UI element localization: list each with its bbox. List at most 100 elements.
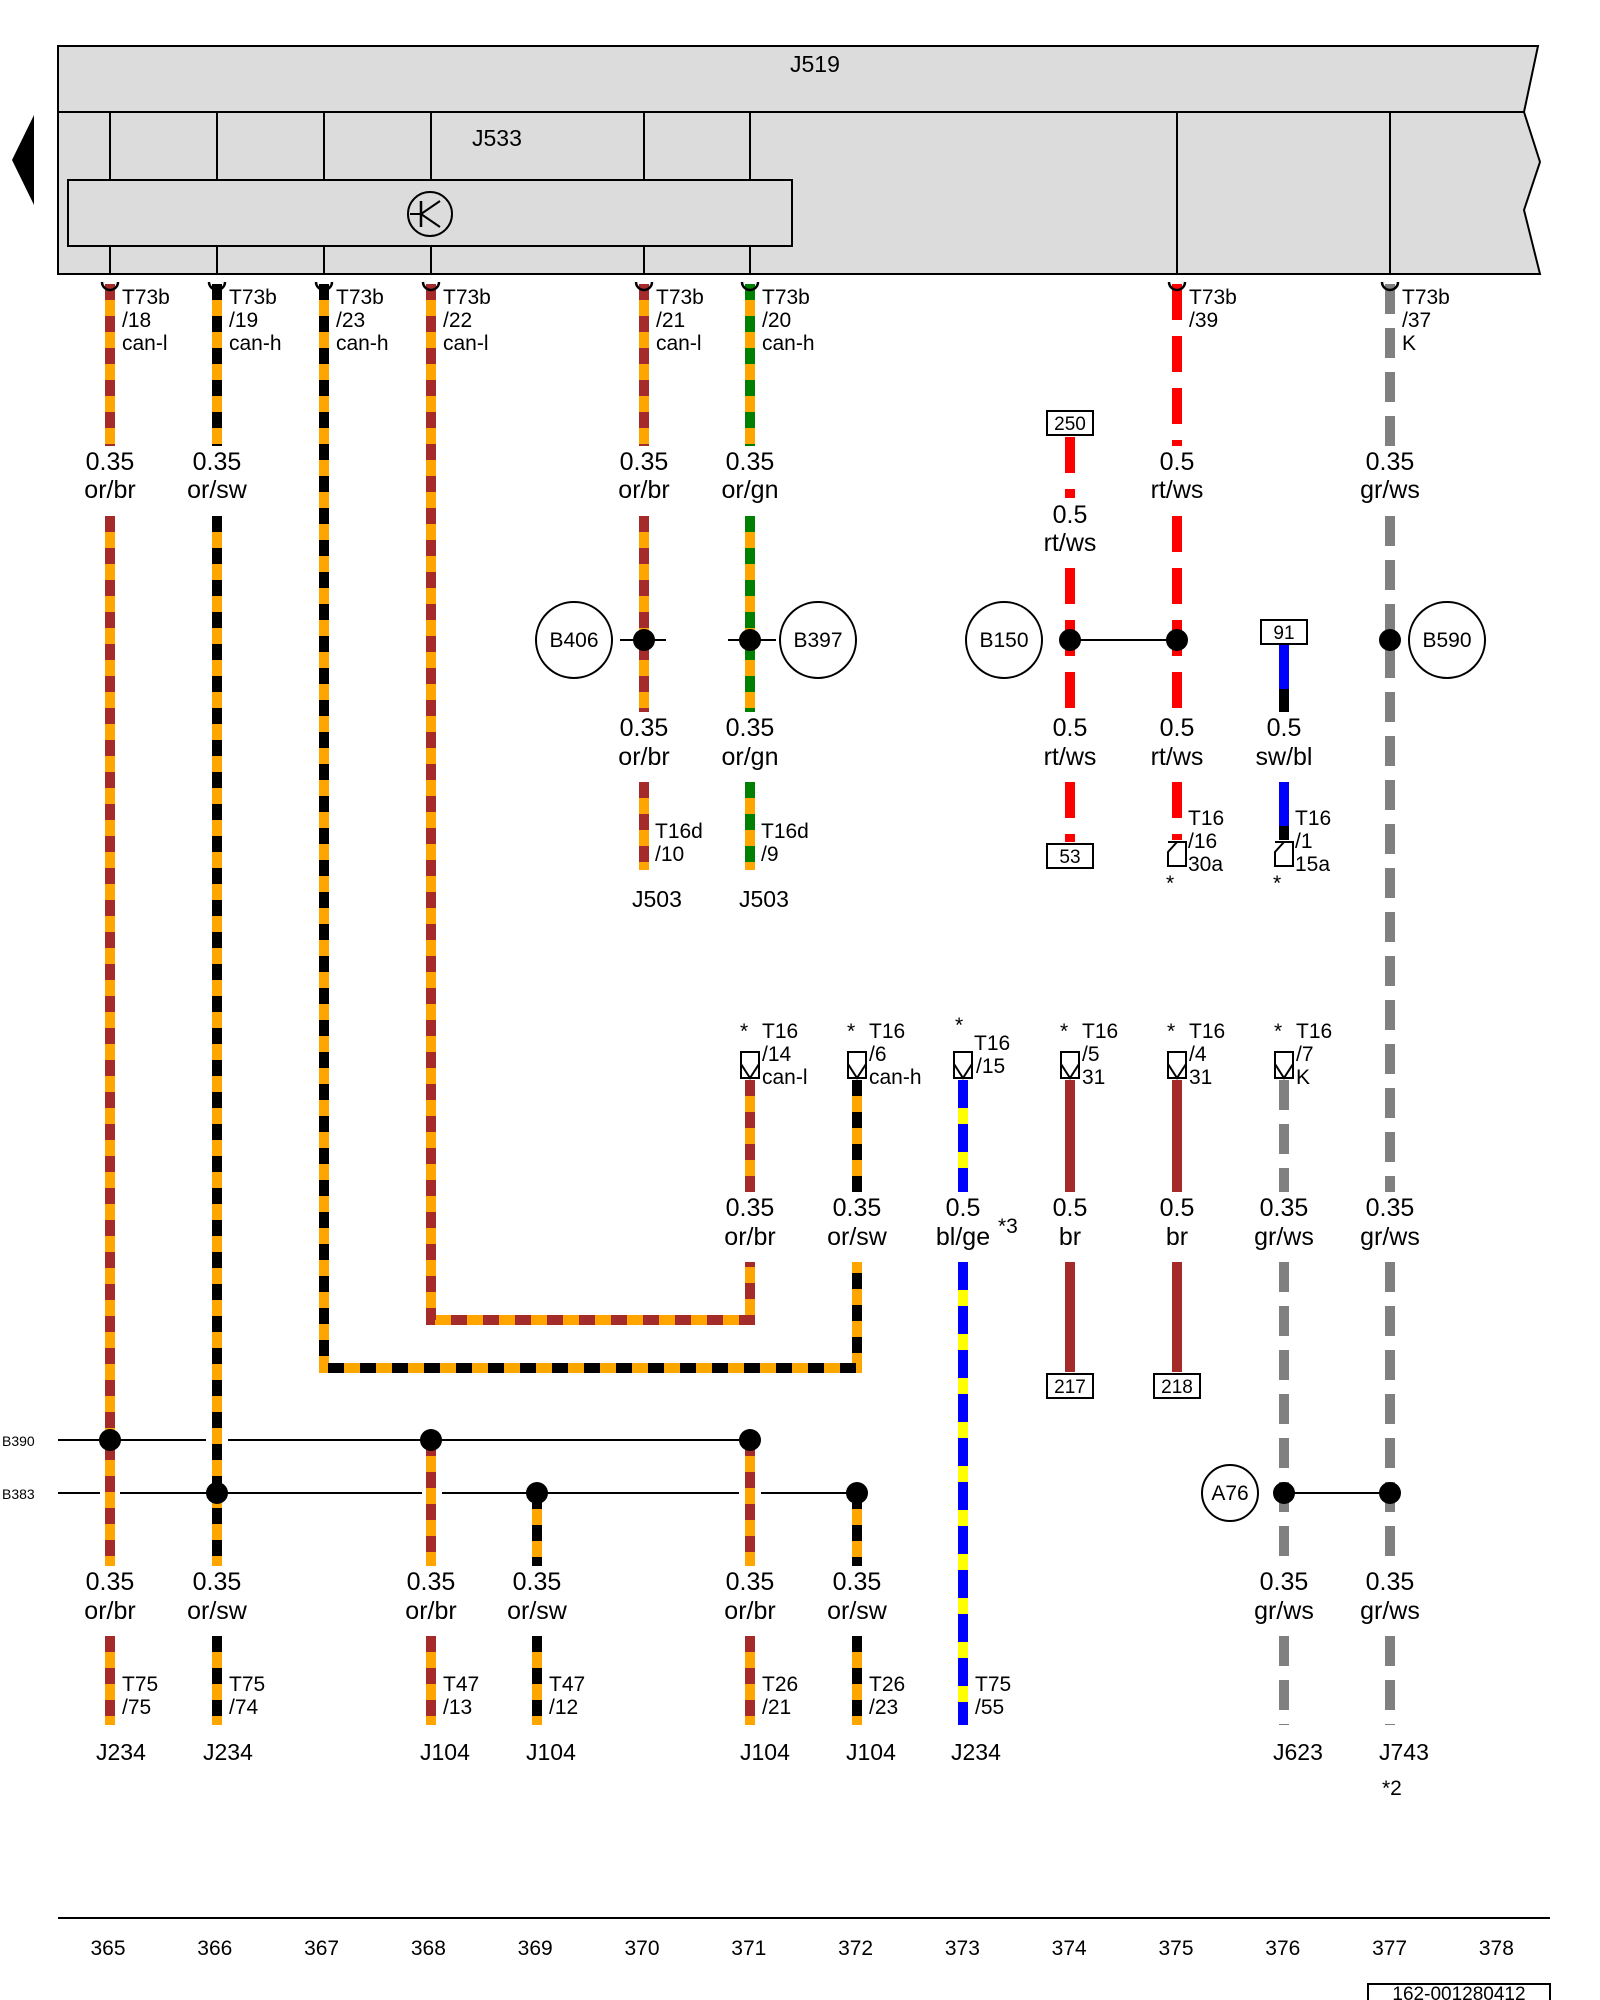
svg-text:162-001280412: 162-001280412 [1392,1984,1525,2000]
svg-text:K: K [1402,332,1416,355]
svg-text:*: * [1060,1020,1068,1043]
wire-label-upper-col8: 0.35 gr/ws [1360,448,1420,504]
svg-text:can-h: can-h [762,332,815,355]
splice-b150: B150 [965,601,1188,679]
svg-text:/16: /16 [1188,830,1217,853]
svg-text:/37: /37 [1402,309,1431,332]
svg-text:/74: /74 [229,1696,259,1719]
svg-text:J234: J234 [951,1739,1001,1765]
svg-text:T73b: T73b [336,286,384,309]
bottom-connector-1: T75 /75 J234 [96,1673,158,1765]
column-number: 371 [731,1937,766,1960]
top-connector-col4: T73b /22 can-l [421,281,491,355]
svg-text:can-l: can-l [122,332,168,355]
svg-text:rt/ws: rt/ws [1151,476,1204,504]
wire-label-mid-col5: 0.35 or/br [618,714,669,771]
svg-text:can-h: can-h [229,332,282,355]
svg-text:gr/ws: gr/ws [1360,476,1420,504]
svg-text:T16: T16 [762,1020,798,1043]
svg-text:*: * [847,1020,855,1043]
column-number: 369 [518,1937,553,1960]
column-number: 377 [1372,1937,1407,1960]
svg-text:/21: /21 [762,1696,791,1719]
bottom-connector-2: T75 /74 J234 [203,1673,265,1765]
svg-text:rt/ws: rt/ws [1044,529,1097,557]
column-number: 374 [1052,1937,1087,1960]
svg-text:J104: J104 [420,1739,470,1765]
column-number: 366 [197,1937,232,1960]
svg-text:T73b: T73b [443,286,491,309]
wire-label-bottom-2: 0.35 or/sw [187,1568,248,1625]
svg-text:/10: /10 [655,843,684,866]
svg-text:or/br: or/br [84,476,135,504]
svg-text:J503: J503 [739,886,789,912]
wire-label-upper-col5: 0.35 or/br [618,448,669,504]
svg-text:rt/ws: rt/ws [1151,743,1204,771]
column-number: 367 [304,1937,339,1960]
ref-box-218: 218 [1153,1373,1201,1399]
splice-b590: B590 [1379,601,1486,679]
svg-text:/23: /23 [336,309,365,332]
t16d-connector-a: T16d /10 J503 [632,820,703,912]
svg-text:/7: /7 [1296,1043,1314,1066]
wire-label-bottom-7: 0.35 gr/ws [1254,1568,1314,1625]
svg-text:/18: /18 [122,309,151,332]
svg-text:53: 53 [1059,847,1080,868]
wire-label-upper-col7: 0.5 rt/ws [1151,448,1204,504]
svg-text:*: * [1274,1020,1282,1043]
svg-text:J234: J234 [203,1739,253,1765]
wire-label-bottom-1: 0.35 or/br [84,1568,135,1625]
wire-label-upper-col1: 0.35 or/br [84,448,135,504]
wire-label-t16-col9: 0.5 bl/ge *3 [936,1194,1018,1251]
svg-text:A76: A76 [1211,1482,1248,1505]
column-number: 370 [624,1937,659,1960]
svg-text:0.35: 0.35 [86,448,135,476]
svg-text:*: * [1273,872,1281,895]
bus-lines [58,1439,1390,1494]
svg-text:T47: T47 [443,1673,479,1696]
wire-label-mid-1177: 0.5 rt/ws [1151,714,1204,771]
svg-text:T73b: T73b [1402,286,1450,309]
svg-text:J104: J104 [526,1739,576,1765]
svg-text:/1: /1 [1295,830,1313,853]
svg-text:B397: B397 [793,629,842,652]
svg-text:0.35: 0.35 [620,714,669,742]
svg-text:or/sw: or/sw [827,1223,888,1251]
bus-label-b383: B383 [2,1486,35,1502]
svg-text:or/br: or/br [618,476,669,504]
svg-text:0.35: 0.35 [513,1568,562,1596]
back-arrow-icon[interactable] [12,115,34,205]
svg-text:can-h: can-h [869,1066,922,1089]
svg-text:or/br: or/br [84,1597,135,1625]
svg-text:or/sw: or/sw [827,1597,888,1625]
svg-text:br: br [1166,1223,1188,1251]
svg-text:J234: J234 [96,1739,146,1765]
svg-text:/12: /12 [549,1696,578,1719]
wire-label-upper-col6: 0.35 or/gn [722,448,779,504]
svg-text:0.35: 0.35 [193,448,242,476]
svg-text:can-l: can-l [762,1066,808,1089]
svg-text:T16: T16 [1082,1020,1118,1043]
svg-text:T73b: T73b [1189,286,1237,309]
svg-text:T26: T26 [869,1673,905,1696]
svg-text:T73b: T73b [229,286,277,309]
wire-label-t16-col12: 0.35 gr/ws [1254,1194,1314,1251]
svg-text:br: br [1059,1223,1081,1251]
wire-label-bottom-8: 0.35 gr/ws [1360,1568,1420,1625]
top-connector-col1: T73b /18 can-l [100,281,170,355]
t16-connector-col10: * T16 /5 31 [1060,1020,1118,1089]
svg-text:0.35: 0.35 [1366,448,1415,476]
column-number: 373 [945,1937,980,1960]
component-j623-label: J623 [1273,1739,1323,1765]
svg-text:B590: B590 [1422,629,1471,652]
svg-text:0.35: 0.35 [1366,1194,1415,1222]
svg-text:0.35: 0.35 [1260,1568,1309,1596]
svg-text:J104: J104 [846,1739,896,1765]
svg-text:gr/ws: gr/ws [1360,1597,1420,1625]
wire-label-t16-col13: 0.35 gr/ws [1360,1194,1420,1251]
drawing-id-box: 162-001280412 [1367,1983,1551,2000]
svg-text:T47: T47 [549,1673,585,1696]
top-connector-col3: T73b /23 can-h [314,281,389,355]
internal-lines [109,112,1391,274]
